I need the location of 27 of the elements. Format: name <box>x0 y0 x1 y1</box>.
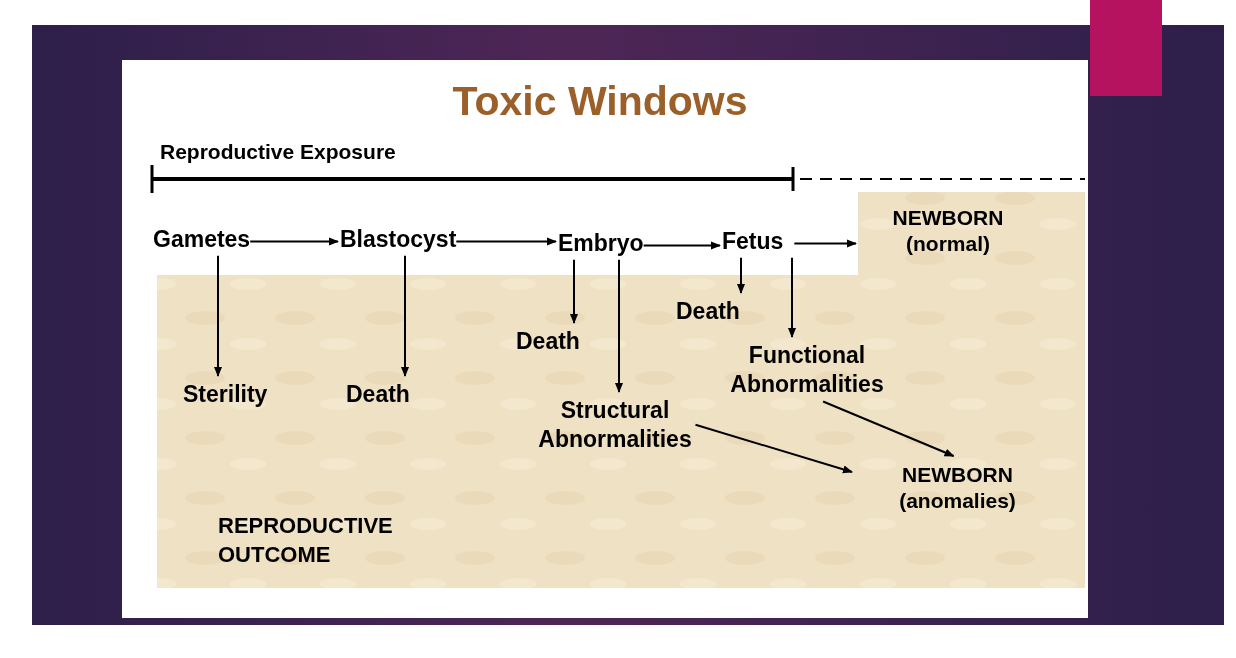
arrow <box>642 241 721 250</box>
arrow <box>214 254 222 377</box>
stage-label: Sterility <box>183 380 268 409</box>
stage-label: Functional Abnormalities <box>692 341 922 399</box>
arrow <box>822 400 955 457</box>
stage-label: Embryo <box>558 229 644 258</box>
stage-label: Gametes <box>153 225 251 254</box>
title: Toxic Windows <box>451 78 749 125</box>
arrow <box>570 258 578 324</box>
arrow <box>615 258 623 393</box>
arrow <box>455 237 557 246</box>
arrow <box>788 256 796 338</box>
stage-label: NEWBORN (anomalies) <box>860 462 1055 515</box>
stage-label: Death <box>516 327 580 356</box>
outcome-heading: REPRODUCTIVE OUTCOME <box>218 512 394 569</box>
arrow <box>401 254 409 377</box>
arrow <box>694 423 853 474</box>
arrow <box>249 237 339 246</box>
stage-label: Death <box>676 297 740 326</box>
stage-label: Fetus <box>722 227 784 256</box>
arrow <box>793 239 857 248</box>
stage-label: Structural Abnormalities <box>500 396 730 454</box>
stage-label: Blastocyst <box>340 225 457 254</box>
stage-label: Death <box>346 380 410 409</box>
section-heading: Reproductive Exposure <box>160 139 396 165</box>
arrow <box>737 256 745 294</box>
stage-label: NEWBORN (normal) <box>858 205 1038 258</box>
